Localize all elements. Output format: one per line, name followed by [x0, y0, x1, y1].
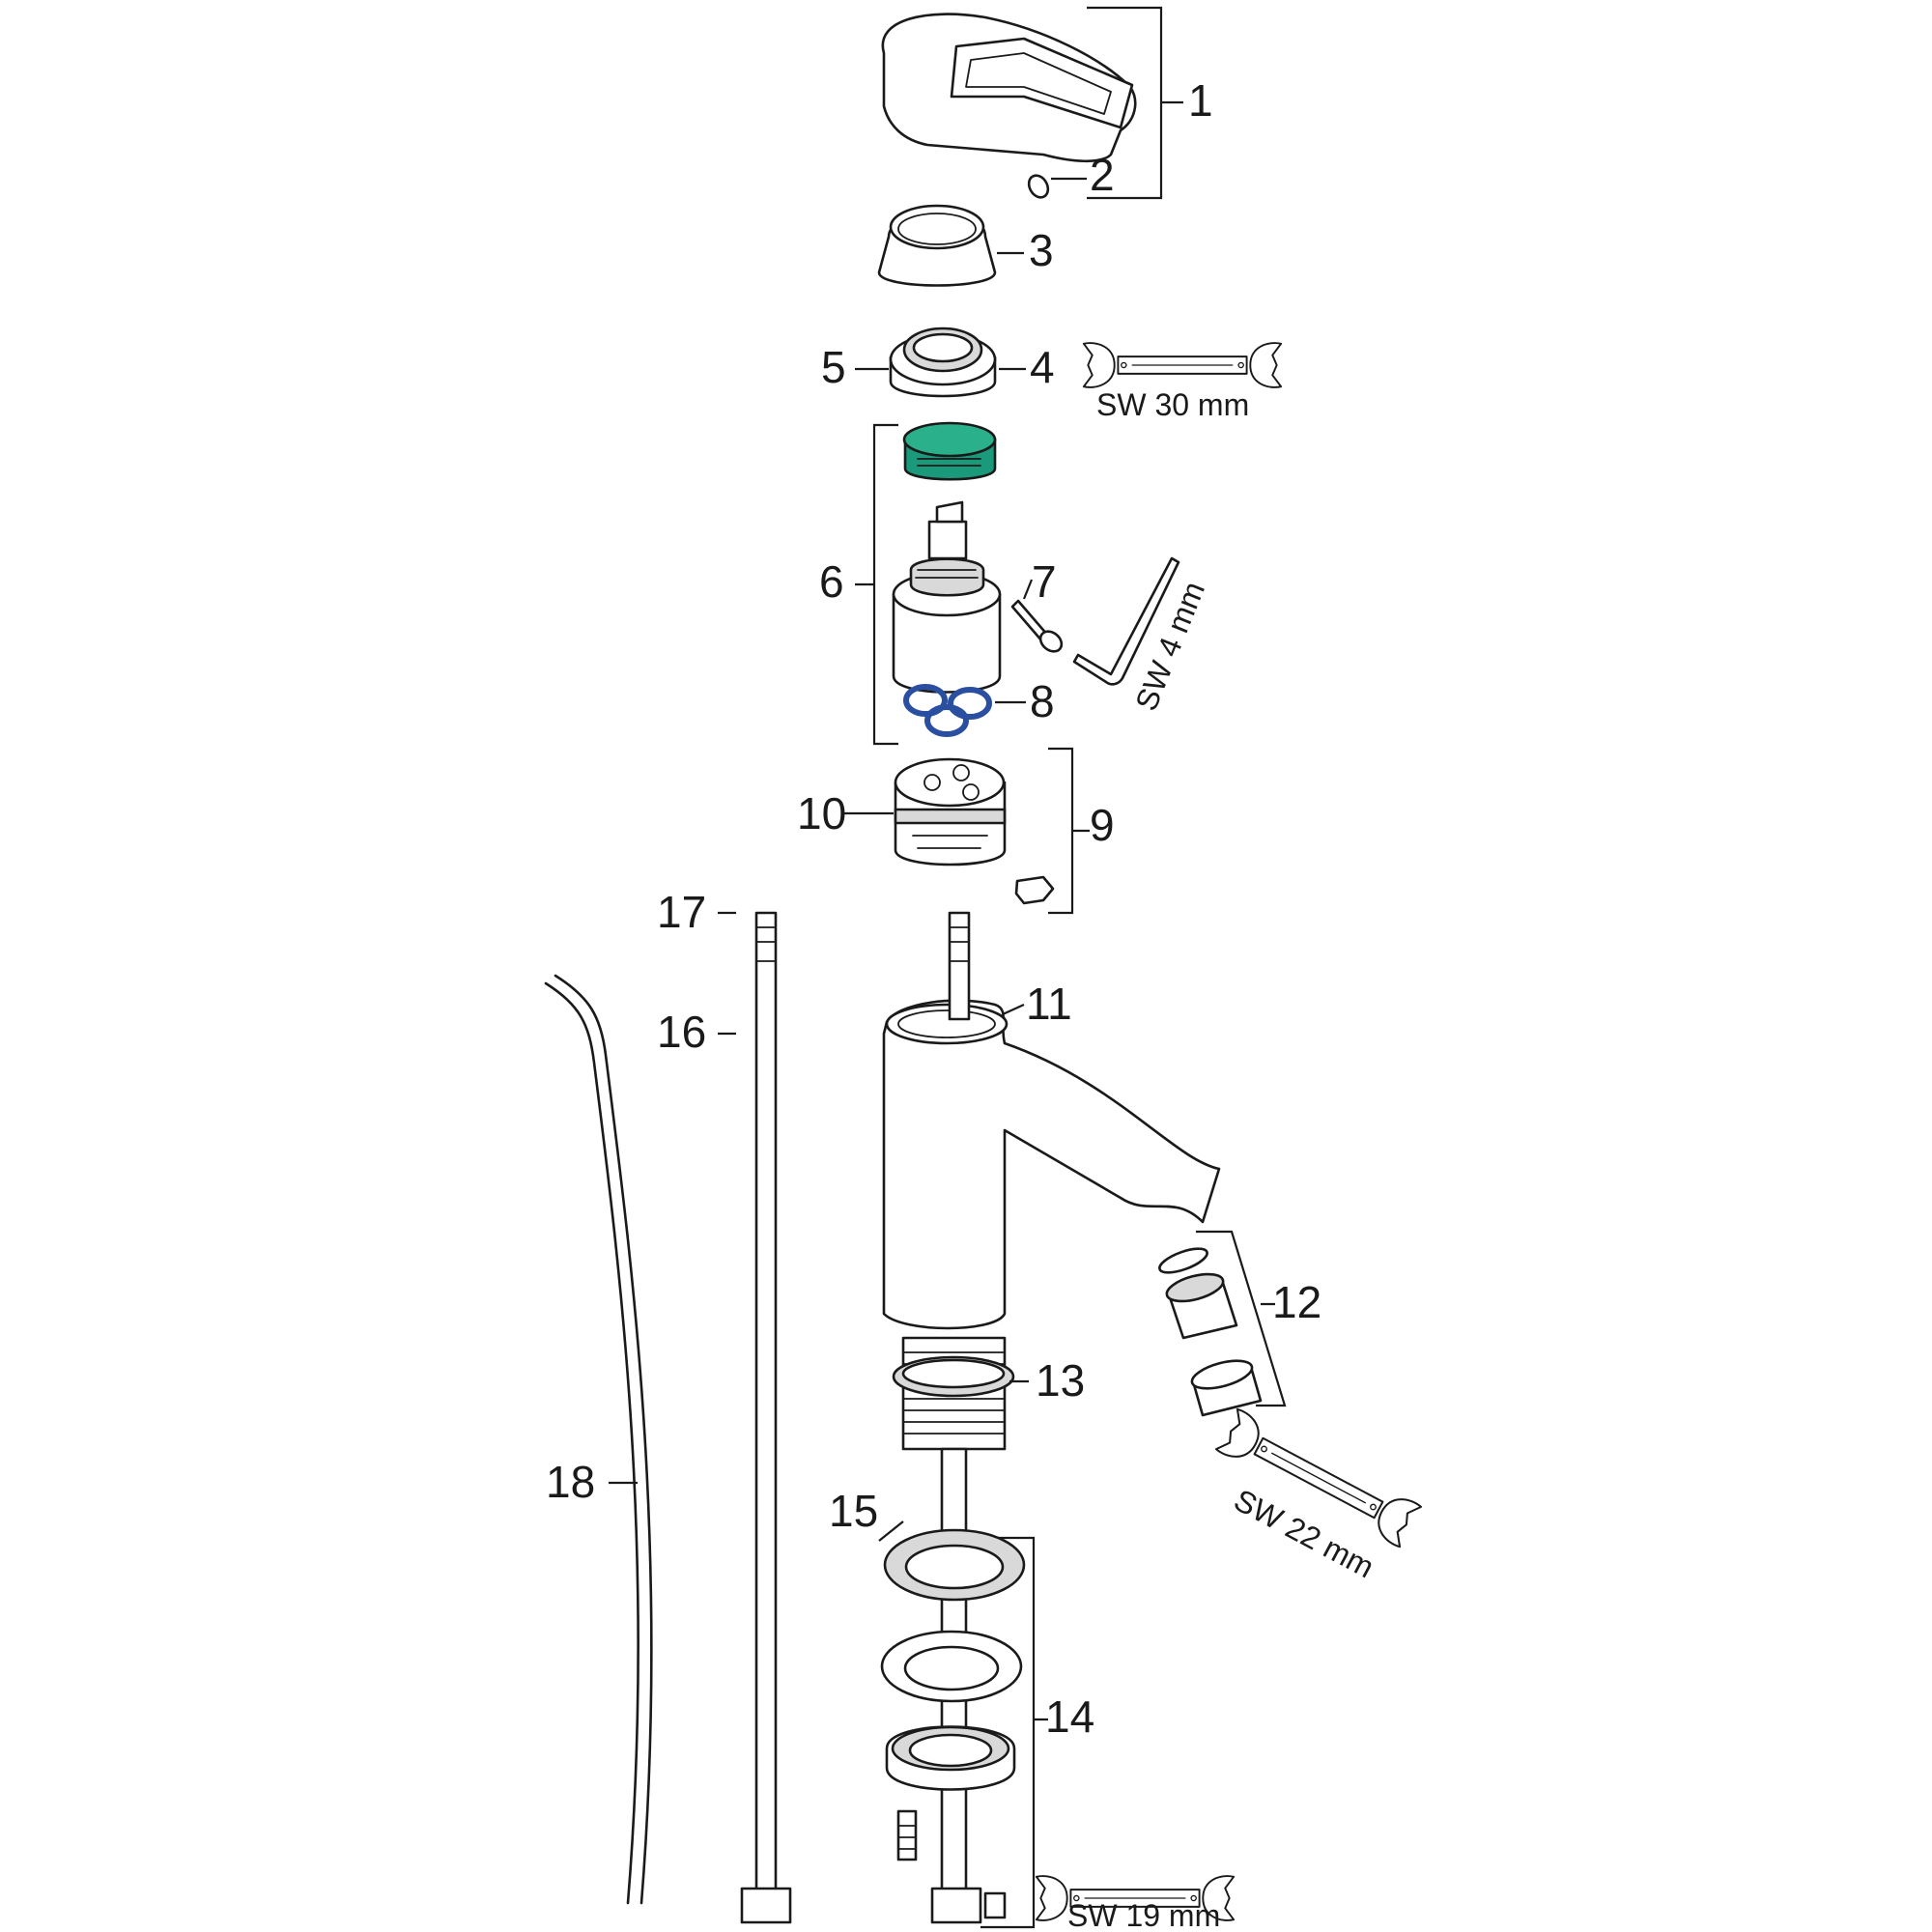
- label-part-17: 17: [657, 887, 706, 937]
- label-part-4: 4: [1030, 342, 1055, 392]
- label-part-2: 2: [1090, 150, 1115, 200]
- label-part-8: 8: [1030, 676, 1055, 726]
- basin-tap-body: [882, 999, 1221, 1330]
- aerator-housing: [1190, 1359, 1263, 1417]
- center-connection-hose: [948, 911, 971, 1021]
- cartridge-cap: [902, 421, 997, 481]
- flat-washer: [880, 1630, 1023, 1703]
- label-part-6: 6: [819, 556, 844, 607]
- label-part-10: 10: [797, 788, 846, 838]
- threaded-shank: [892, 1336, 1029, 1451]
- label-part-13: 13: [1036, 1355, 1085, 1406]
- pop-up-rod: [544, 974, 653, 1905]
- bracket-part-9: [1048, 747, 1090, 915]
- cover-cap: [877, 204, 1024, 287]
- aerator-insert: [1165, 1272, 1238, 1340]
- bracket-part-12: [1196, 1230, 1287, 1407]
- label-part-12: 12: [1272, 1277, 1321, 1327]
- label-wrench-19mm: SW 19 mm: [1067, 1898, 1220, 1932]
- label-hex-key-4mm: SW 4 mm: [1128, 577, 1211, 716]
- label-wrench-30mm: SW 30 mm: [1096, 387, 1249, 422]
- bracket-part-14: [976, 1536, 1048, 1929]
- lever-handle: [881, 13, 1137, 163]
- label-part-16: 16: [657, 1007, 706, 1057]
- aerator-seal: [1158, 1247, 1208, 1274]
- label-part-7: 7: [1032, 556, 1057, 607]
- mounting-screw: [896, 1809, 918, 1861]
- label-part-5: 5: [821, 342, 846, 392]
- bracket-part-1: [1087, 6, 1183, 200]
- label-part-15: 15: [829, 1486, 878, 1536]
- label-part-14: 14: [1045, 1691, 1094, 1742]
- set-screw: [1027, 174, 1087, 199]
- cartridge-screw: [1010, 579, 1064, 653]
- label-part-3: 3: [1029, 225, 1054, 275]
- o-ring-set: [903, 684, 1026, 737]
- hex-key-4mm-icon: [1072, 556, 1180, 686]
- threaded-nut: [855, 327, 1026, 398]
- label-part-9: 9: [1090, 800, 1115, 850]
- retaining-clip: [1014, 875, 1055, 905]
- label-part-11: 11: [1026, 979, 1072, 1029]
- supply-hose: [718, 911, 792, 1924]
- cartridge-base: [843, 757, 1007, 867]
- rubber-washer: [878, 1520, 1026, 1602]
- mounting-plate: [885, 1725, 1016, 1791]
- bracket-part-6: [855, 423, 898, 746]
- label-part-18: 18: [546, 1457, 595, 1507]
- wrench-30mm-icon: [1082, 342, 1283, 388]
- label-part-1: 1: [1188, 75, 1213, 126]
- mounting-nut: [930, 1887, 1007, 1924]
- mixing-cartridge: [892, 500, 1002, 694]
